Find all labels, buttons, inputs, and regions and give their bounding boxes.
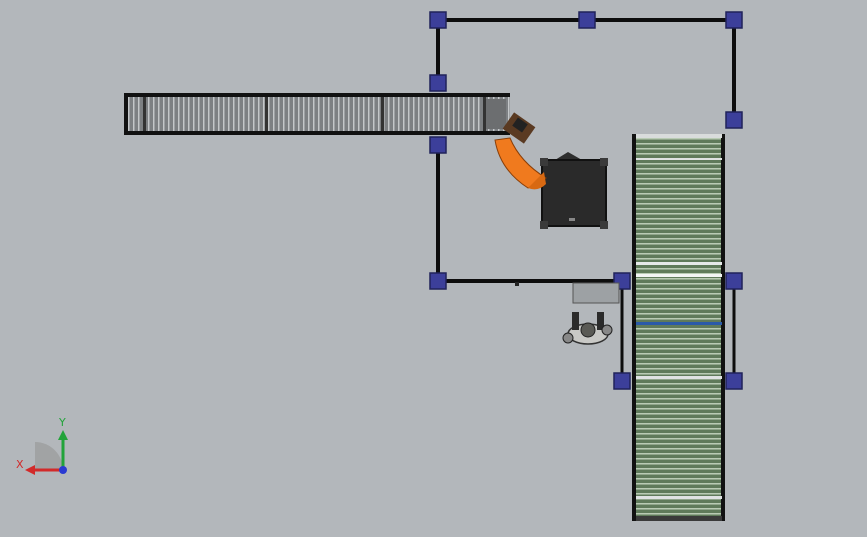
palletizing-end-cap-bottom xyxy=(636,516,722,521)
fence-post xyxy=(429,136,447,154)
x-axis-arrow xyxy=(25,465,35,475)
fence-post xyxy=(613,372,631,390)
infeed-side-rail-bottom xyxy=(124,131,510,135)
coordinate-triad[interactable]: Y X xyxy=(16,416,68,475)
palletizing-side-rail-right xyxy=(721,134,725,521)
cabinet-foot xyxy=(600,158,608,166)
y-axis-label: Y xyxy=(58,416,66,429)
fence-posts xyxy=(429,11,743,390)
y-axis-arrow xyxy=(58,430,68,440)
triad-plane xyxy=(35,442,63,470)
industrial-robot-arm[interactable] xyxy=(494,112,547,190)
fence-post xyxy=(429,272,447,290)
robot-lower-arm xyxy=(494,137,547,189)
operator-arm-left xyxy=(572,312,579,330)
operator-arm-right xyxy=(597,312,604,330)
rail-clip xyxy=(515,282,519,286)
infeed-end-cap xyxy=(124,93,128,135)
conveyor-section-joint xyxy=(636,274,722,277)
infeed-support-leg xyxy=(265,97,268,131)
fence-post xyxy=(578,11,596,29)
infeed-side-rail-top xyxy=(124,93,510,97)
operator-figure xyxy=(562,312,613,345)
infeed-support-leg xyxy=(381,97,384,131)
infeed-box-product xyxy=(486,99,506,129)
operator-console xyxy=(572,282,620,304)
conveyor-section-joint xyxy=(636,376,722,379)
fence-post xyxy=(725,372,743,390)
operator-hand xyxy=(562,332,574,344)
fence-post xyxy=(429,74,447,92)
conveyor-section-joint xyxy=(636,496,722,499)
robot-cabinet[interactable] xyxy=(540,152,608,229)
fence-post xyxy=(725,11,743,29)
infeed-conveyor[interactable] xyxy=(124,93,510,135)
operator-hand xyxy=(601,324,613,336)
z-axis-dot xyxy=(59,466,67,474)
cabinet-foot xyxy=(600,221,608,229)
fence-post xyxy=(725,272,743,290)
operator-head xyxy=(580,322,596,338)
robot-wrist xyxy=(512,117,528,133)
conveyor-section-joint xyxy=(636,158,722,160)
cabinet-label-plate xyxy=(569,218,575,221)
palletizing-rollers xyxy=(634,134,724,521)
palletizing-end-cap-top xyxy=(636,134,722,138)
fence-post xyxy=(429,11,447,29)
fence-post xyxy=(725,111,743,129)
cabinet-foot xyxy=(540,158,548,166)
x-axis-label: X xyxy=(16,458,24,471)
conveyor-section-joint xyxy=(636,262,722,265)
cabinet-body xyxy=(541,159,607,227)
infeed-rollers xyxy=(124,95,510,135)
palletizing-side-rail-left xyxy=(632,134,636,521)
blue-sensor-line xyxy=(636,322,722,325)
infeed-support-leg xyxy=(483,97,486,131)
infeed-support-leg xyxy=(143,97,146,131)
palletizing-conveyor[interactable] xyxy=(632,134,725,521)
cabinet-roof xyxy=(555,152,582,160)
cabinet-foot xyxy=(540,221,548,229)
robot-elbow xyxy=(528,172,546,190)
